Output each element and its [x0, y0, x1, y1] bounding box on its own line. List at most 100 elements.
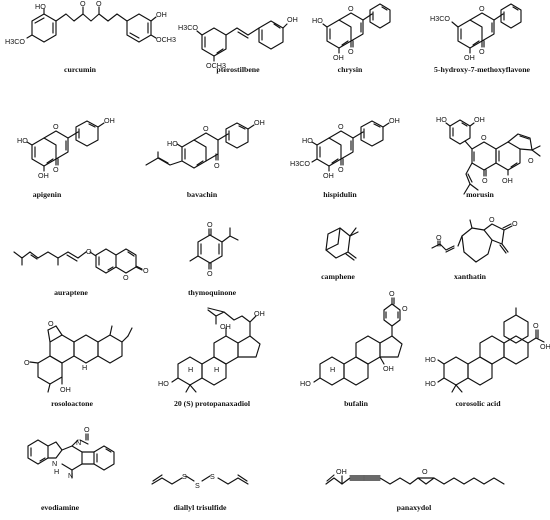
structure-corosolic-acid: [437, 307, 545, 393]
pterostilbene-atom-oh: OH: [287, 15, 298, 24]
diallyl-trisulfide-atom-s-3: S: [210, 472, 215, 481]
protopanaxadiol-atom-oh-12: OH: [220, 322, 231, 331]
bavachin-atom-o-keto: O: [214, 161, 220, 170]
auraptene-atom-o-keto: O: [143, 266, 149, 275]
methoxyflavone-atom-o-keto: O: [479, 47, 485, 56]
structure-pterostilbene: [196, 20, 288, 62]
xanthatin-atom-o-keto: O: [436, 233, 442, 242]
methoxyflavone-atom-h3co: H3CO: [430, 14, 450, 23]
pterostilbene-atom-och3: OCH3: [206, 61, 226, 70]
protopanaxadiol-atom-h-9: H: [214, 365, 219, 374]
compound-name-diallyl-trisulfide: diallyl trisulfide: [173, 503, 227, 512]
compound-name-corosolic-acid: corosolic acid: [455, 399, 501, 408]
compound-name-thymoquinone: thymoquinone: [188, 288, 237, 297]
curcumin-atom-h3co: H3CO: [5, 37, 25, 46]
rosoloactone-atom-oh: OH: [60, 385, 71, 394]
xanthatin-atom-o-lactone: O: [512, 219, 518, 228]
chrysin-atom-o-ring: O: [348, 4, 354, 13]
apigenin-atom-oh-4p: OH: [104, 116, 115, 125]
morusin-atom-oh-5: OH: [502, 176, 513, 185]
structure-auraptene: [13, 248, 143, 274]
structure-curcumin: [26, 6, 157, 43]
structure-bavachin: [145, 122, 255, 169]
protopanaxadiol-atom-h-5: H: [188, 365, 193, 374]
curcumin-atom-och3: OCH3: [156, 35, 176, 44]
compound-name-20-s-protopanaxadiol: 20 (S) protopanaxadiol: [174, 399, 251, 408]
apigenin-atom-ho: HO: [17, 136, 28, 145]
evodiamine-atom-n-indole: N: [52, 459, 57, 468]
bufalin-atom-ho: HO: [300, 379, 311, 388]
chrysin-atom-ho: HO: [312, 16, 323, 25]
structure-morusin: [445, 119, 541, 195]
hispidulin-atom-h3co: H3CO: [290, 159, 310, 168]
rosoloactone-atom-h: H: [82, 363, 87, 372]
compound-name-auraptene: auraptene: [54, 288, 88, 297]
structure-bufalin: [313, 297, 403, 386]
bavachin-atom-oh: OH: [254, 118, 265, 127]
auraptene-atom-o-ether: O: [86, 247, 92, 256]
morusin-atom-o-keto: O: [482, 176, 488, 185]
structure-rosoloactone: [29, 325, 133, 393]
structure-5-hydroxy-7-methoxyflavone: [451, 3, 522, 54]
thymoquinone-atom-o-2: O: [207, 269, 213, 278]
hispidulin-atom-ho: HO: [302, 136, 313, 145]
bufalin-atom-o-ring: O: [402, 304, 408, 313]
diallyl-trisulfide-atom-s-2: S: [195, 481, 200, 490]
panaxydol-atom-o-epoxide: O: [422, 467, 428, 476]
compound-name-chrysin: chrysin: [338, 65, 363, 74]
rosoloactone-atom-o-2: O: [24, 358, 30, 367]
auraptene-atom-o-ring: O: [123, 273, 129, 282]
structure-chrysin: [322, 3, 391, 54]
compound-name-bavachin: bavachin: [187, 190, 218, 199]
structure-hispidulin: [311, 120, 390, 172]
morusin-atom-o-pyran: O: [528, 156, 534, 165]
methoxyflavone-atom-oh: OH: [464, 53, 475, 62]
compound-name-apigenin: apigenin: [33, 190, 62, 199]
structure-thymoquinone: [189, 227, 239, 270]
apigenin-atom-oh-5: OH: [38, 171, 49, 180]
panaxydol-atom-oh: OH: [336, 467, 347, 476]
evodiamine-atom-o: O: [84, 425, 90, 434]
curcumin-atom-oh: OH: [156, 10, 167, 19]
evodiamine-atom-h: H: [54, 467, 59, 476]
structure-panaxydol: [325, 474, 505, 485]
bavachin-atom-ho: HO: [167, 139, 178, 148]
corosolic-atom-oh: OH: [540, 342, 550, 351]
structure-xanthatin: [431, 219, 513, 263]
curcumin-atom-o-2: O: [96, 0, 102, 8]
bufalin-atom-h: H: [330, 365, 335, 374]
compound-name-camphene: camphene: [321, 272, 355, 281]
chrysin-atom-oh: OH: [333, 53, 344, 62]
hispidulin-atom-oh-4p: OH: [389, 116, 400, 125]
thymoquinone-atom-o-1: O: [207, 220, 213, 229]
pterostilbene-atom-h3co: H3CO: [178, 23, 198, 32]
chrysin-atom-o-keto: O: [348, 47, 354, 56]
rosoloactone-atom-o-1: O: [48, 319, 54, 328]
bavachin-atom-o-ring: O: [203, 124, 209, 133]
morusin-atom-o-ring: O: [481, 133, 487, 142]
apigenin-atom-o-ring: O: [53, 122, 59, 131]
hispidulin-atom-o-ring: O: [338, 122, 344, 131]
xanthatin-atom-o-ring: O: [489, 215, 495, 224]
corosolic-atom-ho-3: HO: [425, 379, 436, 388]
structure-camphene: [325, 227, 359, 261]
compound-name-morusin: morusin: [466, 190, 494, 199]
compound-name-pterostilbene: pterostilbene: [216, 65, 260, 74]
bufalin-atom-o-keto: O: [389, 289, 395, 298]
apigenin-atom-o-keto: O: [53, 165, 59, 174]
compound-name-5-hydroxy-7-methoxyflavone: 5-hydroxy-7-methoxyflavone: [434, 65, 531, 74]
curcumin-atom-o-1: O: [80, 0, 86, 8]
protopanaxadiol-atom-ho-3: HO: [158, 379, 169, 388]
morusin-atom-oh-2p: OH: [474, 115, 485, 124]
compound-name-rosoloactone: rosoloactone: [51, 399, 93, 408]
compound-name-xanthatin: xanthatin: [454, 272, 487, 281]
diallyl-trisulfide-atom-s-1: S: [182, 472, 187, 481]
curcumin-atom-ho: HO: [35, 2, 46, 11]
structure-apigenin: [26, 120, 105, 172]
hispidulin-atom-o-keto: O: [338, 165, 344, 174]
structure-diallyl-trisulfide: [151, 474, 249, 485]
compound-name-hispidulin: hispidulin: [323, 190, 357, 199]
corosolic-atom-o: O: [533, 321, 539, 330]
compound-name-bufalin: bufalin: [344, 399, 368, 408]
